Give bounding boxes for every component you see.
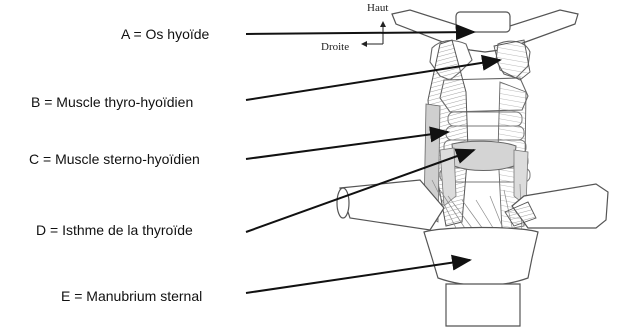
hyoid-bone <box>392 10 578 52</box>
label-thyro-hyoid-muscle: B = Muscle thyro-hyoïdien <box>31 94 193 110</box>
clavicles <box>337 180 608 230</box>
label-hyoid-bone: A = Os hyoïde <box>121 26 209 42</box>
orientation-up-label: Haut <box>367 2 388 14</box>
label-sterno-hyoid-muscle: C = Muscle sterno-hyoïdien <box>29 151 200 167</box>
manubrium <box>424 228 538 327</box>
arrow-c <box>246 132 448 159</box>
orientation-right-label: Droite <box>321 41 349 53</box>
label-manubrium: E = Manubrium sternal <box>61 288 202 304</box>
arrow-e <box>246 260 470 293</box>
label-thyroid-isthmus: D = Isthme de la thyroïde <box>36 222 193 238</box>
